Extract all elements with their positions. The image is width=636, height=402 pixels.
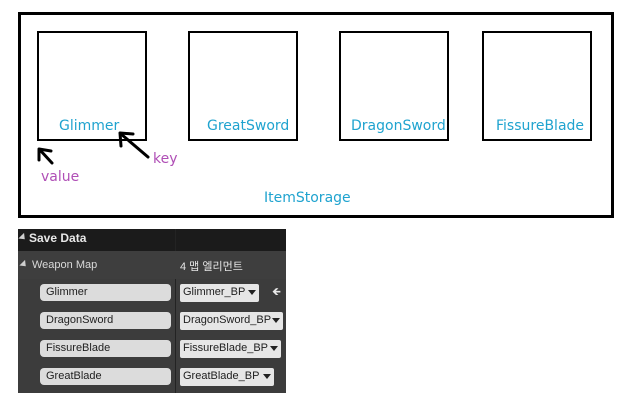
map-key-field[interactable]: GreatBlade	[40, 368, 171, 385]
map-entry-row: GreatBlade GreatBlade_BP	[18, 363, 286, 391]
key-annotation: key	[153, 151, 178, 167]
dropdown-caret-icon	[263, 374, 271, 379]
slot-box-3	[339, 31, 449, 141]
map-value-dropdown[interactable]: Glimmer_BP	[180, 284, 259, 302]
slot-box-1	[37, 31, 147, 141]
save-data-header[interactable]: Save Data	[18, 229, 286, 251]
weapon-map-label: Weapon Map	[32, 259, 98, 271]
weapon-map-row[interactable]: Weapon Map 4 맵 엘리먼트	[18, 251, 286, 279]
map-key-field[interactable]: Glimmer	[40, 284, 171, 301]
slot-box-2	[188, 31, 298, 141]
map-value-dropdown[interactable]: FissureBlade_BP	[180, 340, 281, 358]
section-title: Save Data	[29, 231, 87, 245]
dropdown-caret-icon	[272, 318, 280, 323]
expand-arrow-icon[interactable]	[19, 259, 29, 270]
storage-label: ItemStorage	[264, 190, 351, 206]
map-key-field[interactable]: DragonSword	[40, 312, 171, 329]
item-storage-box: Glimmer GreatSword DragonSword FissureBl…	[18, 12, 614, 218]
slot-label-fissureblade: FissureBlade	[496, 118, 585, 134]
slot-box-4	[482, 31, 592, 141]
expand-arrow-icon[interactable]	[18, 232, 28, 243]
map-value-dropdown[interactable]: GreatBlade_BP	[180, 368, 274, 386]
map-value-text: FissureBlade_BP	[183, 342, 268, 354]
map-value-text: GreatBlade_BP	[183, 370, 260, 382]
slot-label-greatsword: GreatSword	[207, 118, 290, 134]
slot-label-glimmer: Glimmer	[59, 118, 120, 134]
map-entry-row: FissureBlade FissureBlade_BP	[18, 335, 286, 363]
slot-label-dragonsword: DragonSword	[351, 118, 446, 134]
map-entry-row: DragonSword DragonSword_BP	[18, 307, 286, 335]
map-key-field[interactable]: FissureBlade	[40, 340, 171, 357]
map-value-text: Glimmer_BP	[183, 286, 246, 298]
map-entry-row: Glimmer Glimmer_BP 🡸	[18, 279, 286, 307]
column-divider[interactable]	[175, 229, 176, 393]
dropdown-caret-icon	[270, 346, 278, 351]
map-value-text: DragonSword_BP	[183, 314, 272, 326]
details-panel: Save Data Weapon Map 4 맵 엘리먼트 Glimmer Gl…	[18, 229, 286, 393]
dropdown-caret-icon	[248, 290, 256, 295]
value-annotation: value	[41, 169, 80, 185]
map-element-count: 4 맵 엘리먼트	[180, 261, 243, 273]
reset-arrow-icon[interactable]: 🡸	[272, 286, 281, 298]
map-value-dropdown[interactable]: DragonSword_BP	[180, 312, 283, 330]
